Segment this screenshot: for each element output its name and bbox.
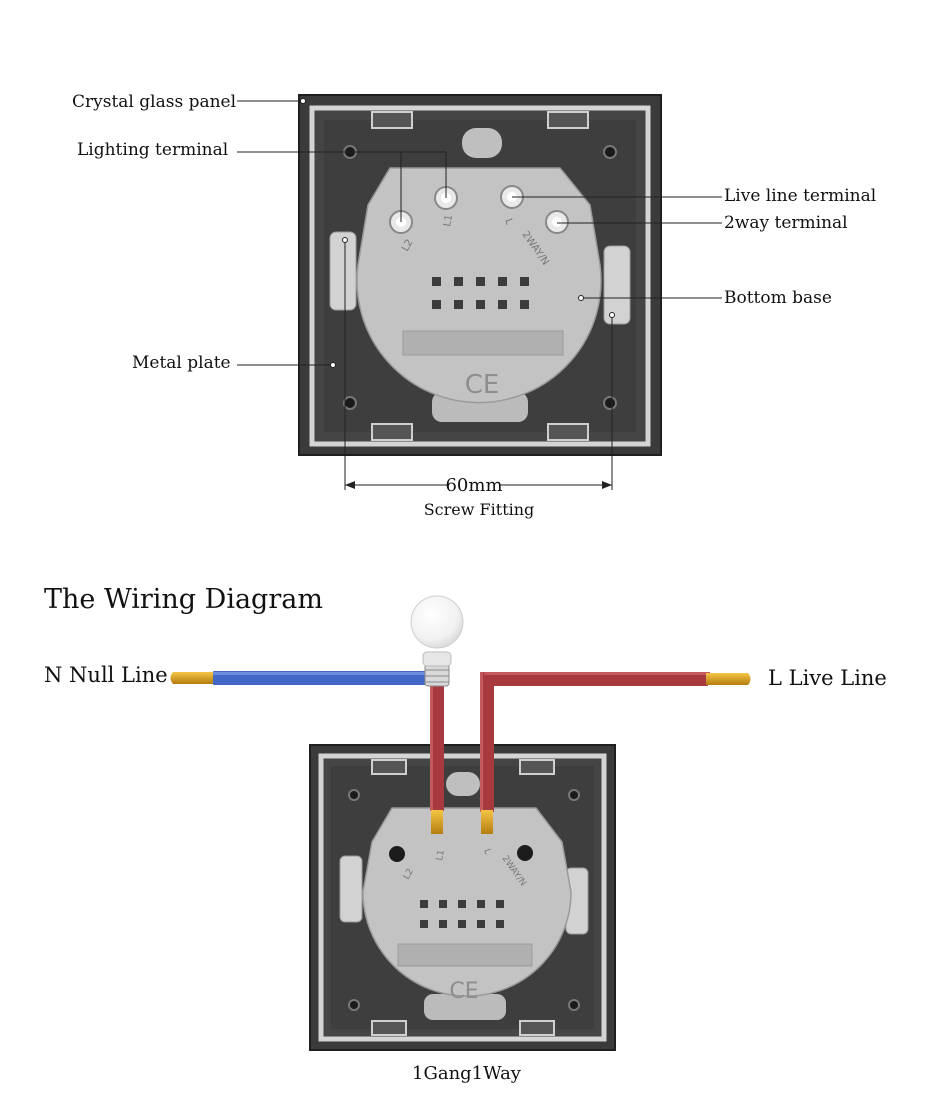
wiring-caption: 1Gang1Way — [412, 1063, 521, 1084]
dimension-arrows — [345, 481, 612, 489]
live-wire — [480, 672, 751, 834]
terminal-mark-l2: L2 — [400, 238, 415, 254]
dimension-caption: Screw Fitting — [424, 500, 535, 519]
wiring-ce-mark: CE — [449, 979, 478, 1004]
wiring-terminal-mark-l1: L1 — [435, 849, 447, 861]
wiring-terminal-mark-l: L — [481, 848, 492, 856]
null-wire — [170, 671, 428, 685]
switch-back-view: L2 L1 L 2WAY/N CE — [298, 94, 662, 456]
wiring-terminal-mark-l2: L2 — [402, 867, 416, 881]
dimension-value: 60mm — [445, 475, 502, 496]
label-metal-plate: Metal plate — [132, 353, 231, 373]
terminal-mark-l: L — [502, 217, 514, 226]
terminal-mark-l1: L1 — [442, 214, 455, 228]
ce-mark: CE — [465, 370, 500, 400]
label-lighting-terminal: Lighting terminal — [77, 140, 229, 160]
lamp-wire — [430, 683, 444, 834]
switch-wiring-view: L2 L1 L 2WAY/N CE — [309, 744, 616, 1051]
label-crystal-glass-panel: Crystal glass panel — [72, 92, 237, 112]
light-bulb — [410, 595, 464, 687]
label-null-line: N Null Line — [44, 663, 168, 687]
label-bottom-base: Bottom base — [724, 288, 832, 308]
leader-lines — [237, 100, 722, 490]
wiring-diagram-title: The Wiring Diagram — [44, 584, 323, 615]
label-live-line-terminal: Live line terminal — [724, 186, 877, 206]
label-2way-terminal: 2way terminal — [724, 213, 848, 233]
label-live-line: L Live Line — [768, 666, 887, 690]
